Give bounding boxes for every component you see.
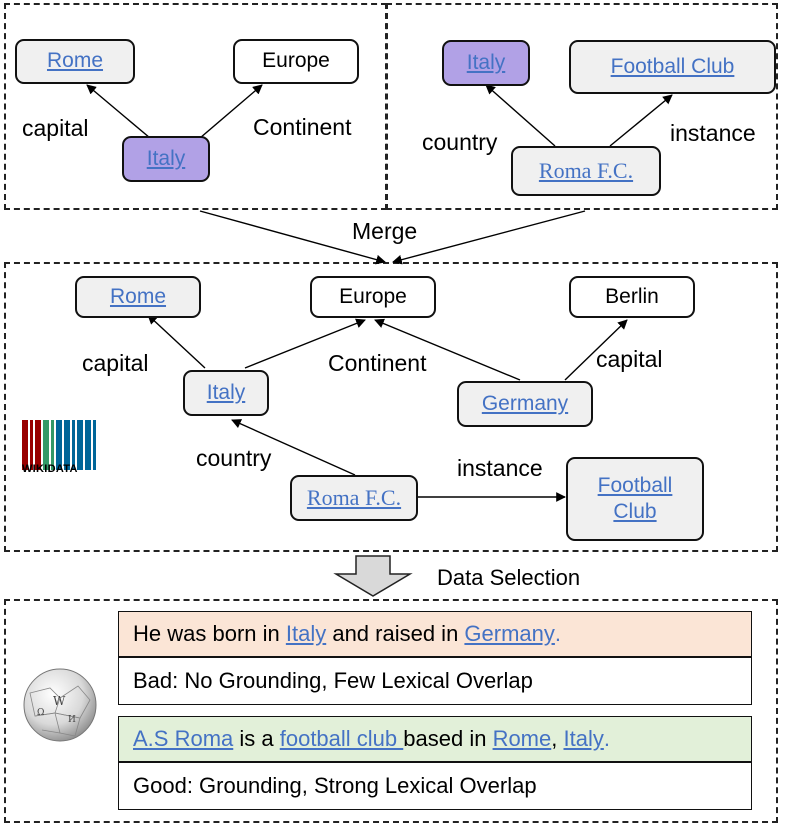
node-roma-fc: Roma F.C. [290, 475, 418, 521]
node-berlin: Berlin [569, 276, 695, 318]
top-right-graph-box [386, 3, 778, 210]
entity-link-football-club[interactable]: football club [279, 726, 404, 751]
edge-italy-rome [86, 84, 151, 139]
sentence-text: . [554, 621, 562, 646]
edge-label-country: country [422, 129, 498, 155]
edge-merged-italy-europe [244, 318, 366, 369]
edge-merged-romafc-italy [231, 419, 356, 476]
entity-link-germany[interactable]: Germany [464, 621, 555, 646]
entity-link-club[interactable]: Club [613, 500, 657, 523]
edge-label-instance: instance [457, 455, 543, 481]
svg-text:Ω: Ω [37, 708, 44, 718]
sentence-text: and raised in [326, 621, 465, 646]
node-italy-highlighted: Italy [442, 40, 530, 86]
edge-romafc-footballclub [609, 94, 673, 147]
node-italy-highlighted: Italy [122, 136, 210, 182]
entity-link-germany[interactable]: Germany [481, 391, 569, 415]
node-roma-fc: Roma F.C. [511, 146, 661, 196]
node-germany: Germany [457, 381, 593, 427]
entity-link-italy[interactable]: Italy [563, 726, 604, 751]
sentence-text: . [603, 726, 610, 751]
good-example-verdict: Good: Grounding, Strong Lexical Overlap [118, 762, 752, 810]
merge-label: Merge [352, 218, 418, 244]
node-italy: Italy [183, 370, 269, 416]
sentence-text: He was born in [133, 621, 286, 646]
node-football-club: Football Club [569, 40, 776, 94]
entity-link-rome[interactable]: Rome [109, 284, 167, 308]
data-selection-label: Data Selection [437, 565, 581, 590]
edge-italy-europe [199, 84, 263, 139]
entity-link-italy[interactable]: Italy [466, 50, 506, 74]
edge-label-capital: capital [22, 115, 89, 141]
edge-label-country: country [196, 445, 272, 471]
node-rome: Rome [15, 39, 135, 84]
edge-label-capital: capital [82, 350, 149, 376]
verdict-text: Bad: No Grounding, Few Lexical Overlap [133, 668, 533, 693]
entity-link-roma-fc[interactable]: Roma F.C. [306, 485, 402, 511]
good-example-sentence: A.S Roma is a football club based in Rom… [118, 716, 752, 762]
wikidata-logo-text: WIKIDATA [22, 463, 78, 475]
entity-link-as-roma[interactable]: A.S Roma [133, 726, 234, 751]
svg-text:И: И [68, 715, 76, 725]
wikipedia-globe-icon: W Ω И [23, 668, 97, 742]
data-selection-arrow [333, 555, 413, 597]
entity-link-italy[interactable]: Italy [206, 380, 246, 404]
entity-link-football[interactable]: Football [597, 473, 673, 497]
node-label-europe: Europe [262, 49, 330, 73]
entity-link-rome[interactable]: Rome [492, 726, 552, 751]
wikidata-logo [22, 420, 96, 470]
edge-merged-italy-rome [147, 314, 206, 369]
edge-label-continent: Continent [253, 114, 352, 140]
node-europe: Europe [310, 276, 436, 318]
entity-link-rome[interactable]: Rome [46, 49, 104, 73]
entity-link-italy[interactable]: Italy [146, 146, 186, 170]
edge-label-capital: capital [596, 346, 663, 372]
node-label-berlin: Berlin [605, 284, 659, 308]
sentence-text: , [551, 726, 564, 751]
entity-link-roma-fc[interactable]: Roma F.C. [538, 158, 634, 184]
node-football-club: Football Club [566, 457, 704, 541]
edge-merged-germany-europe [374, 318, 521, 381]
edge-label-instance: instance [670, 120, 756, 146]
edge-label-continent: Continent [328, 350, 427, 376]
edge-merged-germany-berlin [564, 319, 628, 381]
svg-text:W: W [53, 694, 66, 708]
bad-example-verdict: Bad: No Grounding, Few Lexical Overlap [118, 657, 752, 705]
entity-link-football-club[interactable]: Football Club [610, 54, 735, 78]
merged-graph-box [4, 262, 778, 552]
node-label-europe: Europe [339, 284, 407, 308]
edge-merge-left [199, 210, 386, 265]
sentence-text: based in [403, 726, 493, 751]
edge-merge-right [392, 210, 586, 265]
node-rome: Rome [75, 276, 201, 318]
node-europe: Europe [233, 39, 359, 84]
edge-romafc-italy [485, 84, 556, 147]
verdict-text: Good: Grounding, Strong Lexical Overlap [133, 773, 537, 798]
sentence-text: is a [233, 726, 280, 751]
text-selection-box [4, 599, 778, 823]
bad-example-sentence: He was born in Italy and raised in Germa… [118, 611, 752, 657]
entity-link-italy[interactable]: Italy [285, 621, 327, 646]
